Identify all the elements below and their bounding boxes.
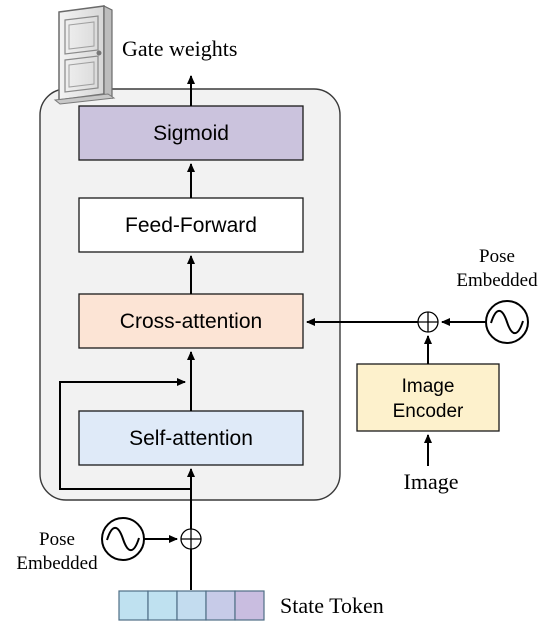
token-cell: [118, 590, 149, 621]
circle-plus-icon: [180, 528, 202, 550]
cross-attention-label: Cross-attention: [120, 310, 262, 333]
sigmoid-label: Sigmoid: [153, 122, 229, 145]
circle-plus-icon: [417, 311, 439, 333]
output-label: Gate weights: [122, 36, 237, 61]
feed-forward-label: Feed-Forward: [125, 214, 257, 237]
sine-wave-icon: [485, 300, 529, 344]
token-cell: [176, 590, 207, 621]
pose-embedded-left-line2: Embedded: [16, 553, 98, 574]
image-encoder-label-line2: Encoder: [393, 401, 464, 422]
token-cell: [234, 590, 265, 621]
pose-embedded-left-line1: Pose: [39, 529, 75, 550]
image-encoder-block: [356, 363, 500, 432]
self-attention-label: Self-attention: [129, 427, 253, 450]
residual-connection: [59, 378, 191, 490]
token-cell: [147, 590, 178, 621]
image-input-label: Image: [404, 469, 459, 494]
state-token-label: State Token: [280, 593, 384, 618]
image-encoder-label-line1: Image: [402, 376, 455, 397]
token-cell: [205, 590, 236, 621]
door-icon: [53, 5, 116, 105]
pose-embedded-right-line2: Embedded: [456, 270, 538, 291]
feed-forward-block: [78, 197, 304, 253]
state-token-strip: [118, 590, 265, 621]
pose-embedded-right-line1: Pose: [479, 246, 515, 267]
cross-attention-block: [78, 293, 304, 349]
sine-wave-icon: [101, 517, 145, 561]
sigmoid-block: [78, 105, 304, 161]
self-attention-block: [78, 410, 304, 466]
